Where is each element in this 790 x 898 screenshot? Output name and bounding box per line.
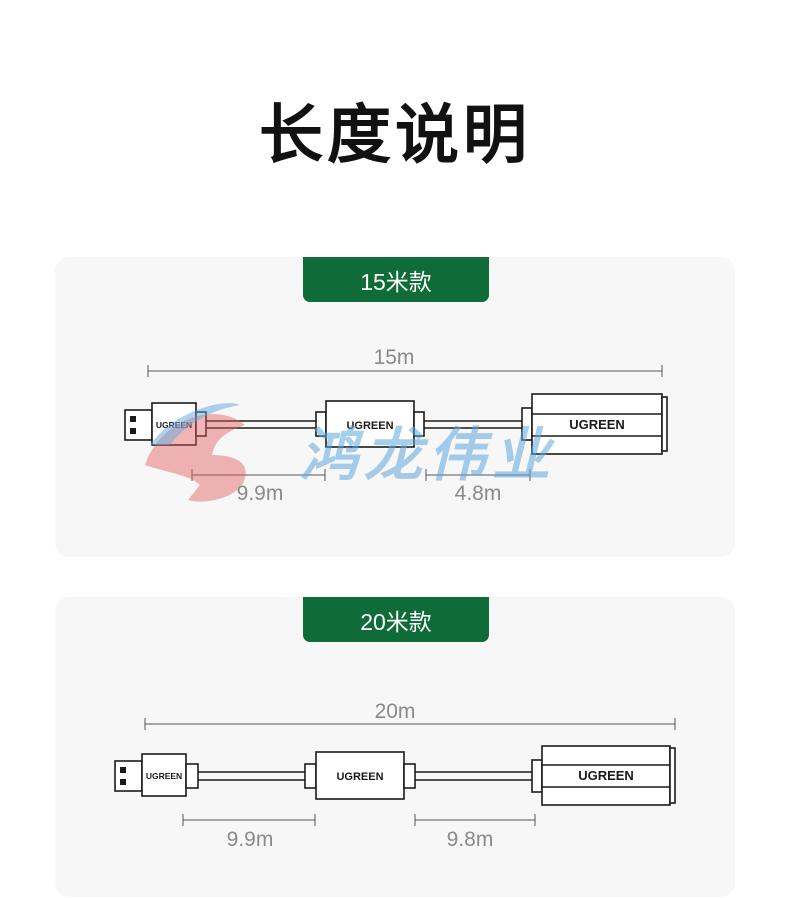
brand-label-repeater-20m: UGREEN xyxy=(336,771,383,783)
label-seg2-20m: 9.8m xyxy=(447,828,494,851)
label-total-20m: 20m xyxy=(375,700,416,723)
dimension-seg2-15m xyxy=(425,469,531,481)
label-seg1-15m: 9.9m xyxy=(237,482,284,505)
adapter-20m xyxy=(531,745,676,806)
badge-15m: 15米款 xyxy=(303,257,489,302)
dimension-total-20m xyxy=(144,718,676,730)
dimension-total-15m xyxy=(147,365,663,377)
page-title: 长度说明 xyxy=(259,99,531,171)
dimension-seg2-20m xyxy=(414,814,536,826)
diagram-20m xyxy=(114,718,676,826)
watermark: 鸿龙伟业 xyxy=(145,403,556,502)
label-total-15m: 15m xyxy=(374,346,415,369)
adapter-15m xyxy=(521,393,668,455)
brand-label-adapter-15m: UGREEN xyxy=(569,417,625,432)
label-seg2-15m: 4.8m xyxy=(455,482,502,505)
dimension-seg1-20m xyxy=(182,814,316,826)
repeater-15m xyxy=(315,400,425,448)
brand-label-usb-20m: UGREEN xyxy=(146,771,182,781)
usb-plug-20m xyxy=(114,753,199,797)
badge-20m: 20米款 xyxy=(303,597,489,642)
dimension-seg1-15m xyxy=(191,469,326,481)
brand-label-adapter-20m: UGREEN xyxy=(578,768,634,783)
watermark-text: 鸿龙伟业 xyxy=(300,421,556,489)
repeater-20m xyxy=(304,751,416,800)
brand-label-repeater-15m: UGREEN xyxy=(346,420,393,432)
label-seg1-20m: 9.9m xyxy=(227,828,274,851)
